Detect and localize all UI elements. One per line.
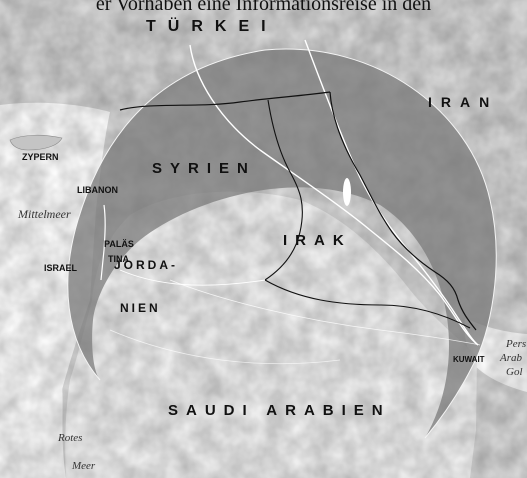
label-iran: IRAN <box>428 94 499 110</box>
label-jordanien-line1: JORDA- <box>114 258 179 272</box>
border-iraq-saudi <box>264 279 471 329</box>
fertile-crescent <box>67 49 497 439</box>
lake <box>343 178 351 206</box>
label-israel: ISRAEL <box>44 263 78 273</box>
label-persischer-golf-line1: Pers <box>506 338 527 350</box>
label-irak: IRAK <box>283 232 352 249</box>
label-saudi-arabien: SAUDI ARABIEN <box>168 402 391 419</box>
caption-text: er Vorhaben eine Informationsreise in de… <box>95 0 432 15</box>
road-line <box>169 279 481 346</box>
label-palaestina-line2: TINA <box>108 254 129 264</box>
label-persischer-golf-line3: Gol <box>506 366 523 378</box>
label-kuwait: KUWAIT <box>453 355 485 364</box>
label-rotes-meer-line2: Meer <box>72 460 96 472</box>
label-syrien: SYRIEN <box>152 160 256 177</box>
tigris-river <box>304 39 479 346</box>
cyprus-island <box>9 134 63 151</box>
jordan-river <box>100 204 106 281</box>
label-palaestina-line1: PALÄS <box>104 239 134 249</box>
label-libanon: LIBANON <box>77 185 118 195</box>
label-tuerkei: TÜRKEI <box>146 18 278 35</box>
crescent-outer-edge <box>67 48 497 439</box>
border-syria-iraq <box>264 99 303 281</box>
border-turkey-syria <box>119 91 331 111</box>
label-persischer-golf-line2: Arab <box>500 352 522 364</box>
euphrates-river <box>189 44 479 346</box>
label-zypern: ZYPERN <box>22 152 59 162</box>
road-line-2 <box>109 329 341 365</box>
border-iraq-iran <box>329 91 477 331</box>
label-mittelmeer: Mittelmeer <box>18 207 71 221</box>
label-jordanien-line2: NIEN <box>120 301 161 315</box>
label-rotes-meer-line1: Rotes <box>58 432 83 444</box>
